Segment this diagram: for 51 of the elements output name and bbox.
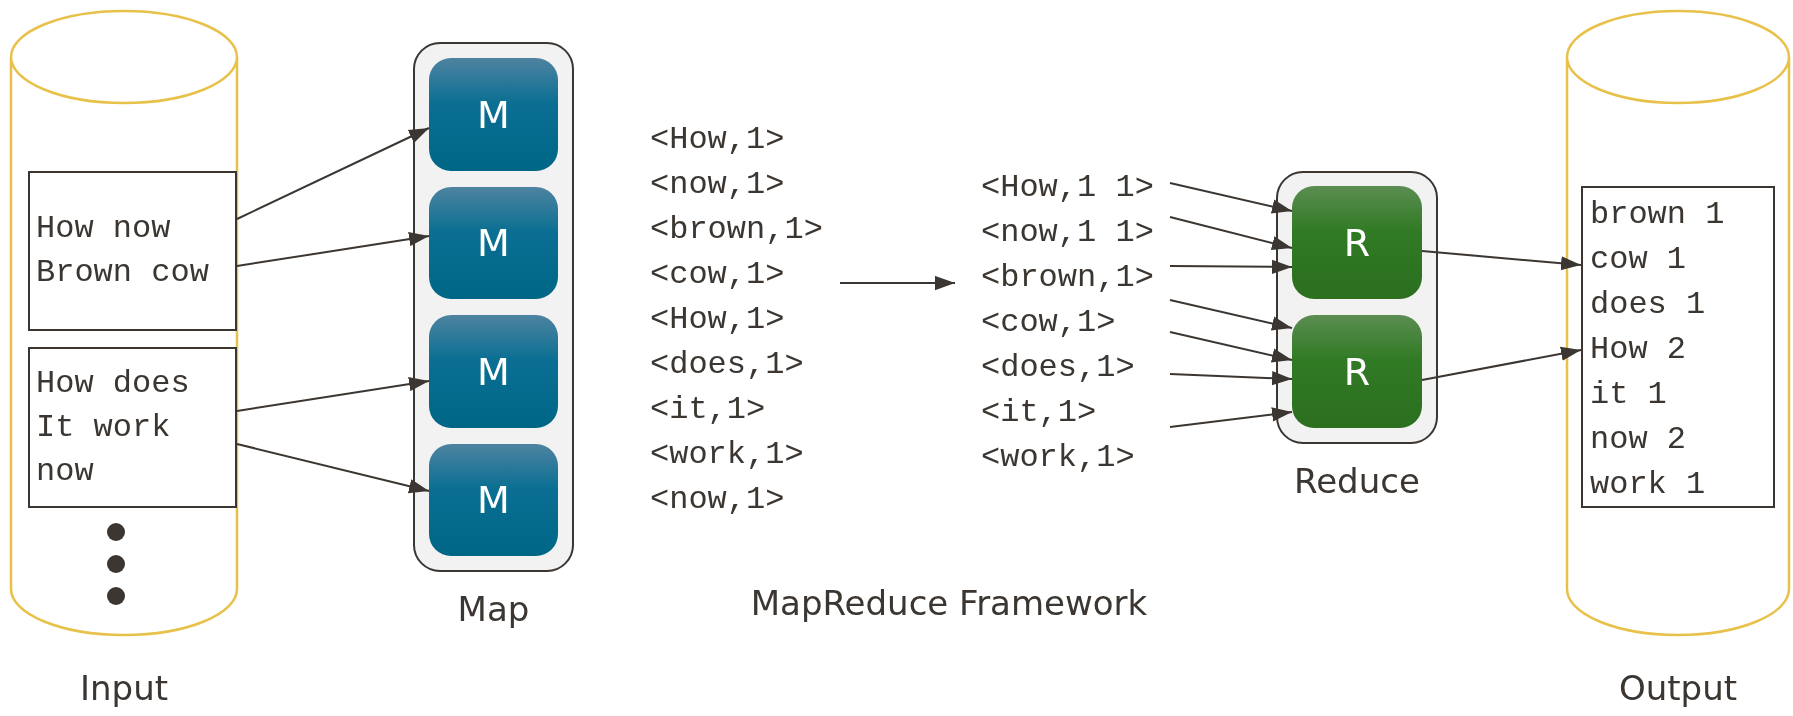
key-value-pair: <does,1> — [650, 345, 805, 385]
output-box — [1581, 186, 1775, 508]
key-value-pair: <work,1> — [981, 438, 1136, 478]
key-value-pair: <work,1> — [650, 435, 805, 475]
reduce-task-box: R — [1292, 186, 1422, 299]
map-task-box: M — [429, 444, 558, 556]
arrow — [1169, 299, 1293, 331]
stage-label: Map — [456, 589, 531, 629]
key-value-pair: <brown,1> — [650, 210, 824, 250]
key-value-pair: <cow,1> — [650, 255, 786, 295]
arrow — [1421, 346, 1582, 381]
word-count-line: cow 1 — [1590, 240, 1687, 280]
word-count-line: it 1 — [1590, 375, 1668, 415]
key-value-pair: <now,1 1> — [981, 213, 1155, 253]
arrow — [236, 443, 430, 494]
storage-label: Input — [78, 668, 169, 708]
reduce-task-box: R — [1292, 315, 1422, 428]
arrow — [236, 127, 430, 220]
key-value-pair: <does,1> — [981, 348, 1136, 388]
map-task-box: M — [429, 315, 558, 428]
key-value-pair: <How,1> — [650, 120, 786, 160]
arrow — [1169, 182, 1293, 214]
word-count-line: brown 1 — [1590, 195, 1726, 235]
stage-label: Reduce — [1293, 461, 1421, 501]
key-value-pair: <now,1> — [650, 480, 786, 520]
arrow — [1169, 216, 1293, 250]
word-count-line: now 2 — [1590, 420, 1687, 460]
key-value-pair: <now,1> — [650, 165, 786, 205]
arrow — [1169, 371, 1293, 386]
arrow — [1421, 250, 1582, 271]
word-count-line: does 1 — [1590, 285, 1707, 325]
map-task-box: M — [429, 187, 558, 299]
key-value-pair: <How,1 1> — [981, 168, 1155, 208]
key-value-pair: <How,1> — [650, 300, 786, 340]
word-count-line: How 2 — [1590, 330, 1687, 370]
map-task-box: M — [429, 58, 558, 171]
arrow — [236, 232, 430, 267]
storage-label: Output — [1617, 668, 1739, 708]
word-count-line: work 1 — [1590, 465, 1707, 505]
input-split-box: How now Brown cow — [28, 171, 237, 331]
diagram-caption: MapReduce Framework — [750, 583, 1148, 623]
key-value-pair: <it,1> — [650, 390, 767, 430]
arrow — [1169, 331, 1293, 363]
input-split-box: How does It work now — [28, 347, 237, 508]
key-value-pair: <it,1> — [981, 393, 1098, 433]
key-value-pair: <brown,1> — [981, 258, 1155, 298]
arrow — [236, 377, 430, 412]
arrow — [1169, 259, 1293, 274]
arrow — [1169, 407, 1293, 428]
key-value-pair: <cow,1> — [981, 303, 1117, 343]
arrow — [839, 275, 956, 291]
